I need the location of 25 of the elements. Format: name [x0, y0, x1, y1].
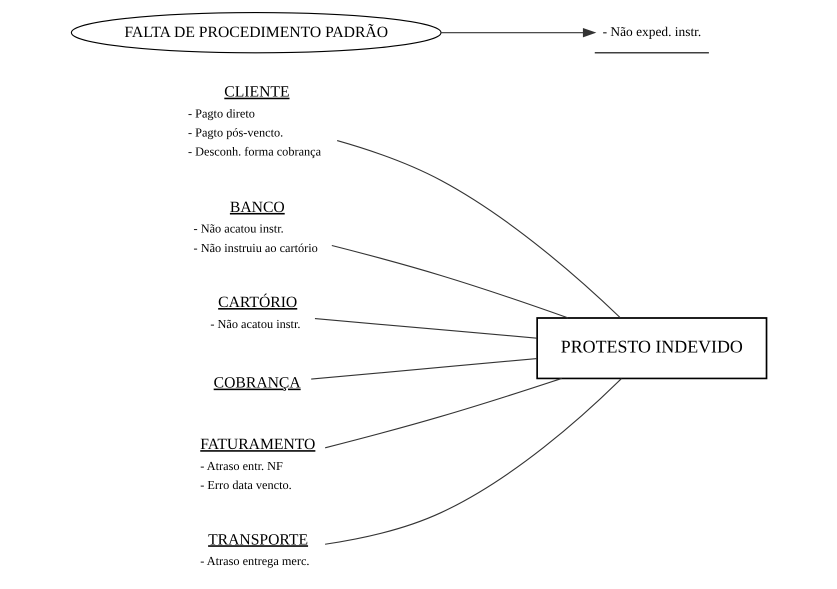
node-label: - Não instruiu ao cartório — [193, 240, 318, 255]
connector — [336, 140, 620, 318]
node-box: PROTESTO INDEVIDO — [536, 317, 767, 380]
node-label: - Não acatou instr. — [193, 222, 284, 236]
node-text: COBRANÇA — [213, 374, 300, 392]
node-label: - Atraso entrega merc. — [200, 554, 310, 568]
node-label: - Erro data vencto. — [200, 478, 292, 492]
node-text: - Não exped. instr. — [602, 24, 701, 40]
node-label: - Atraso entr. NF — [200, 458, 282, 473]
node-text: CARTÓRIO — [218, 294, 297, 312]
node-label: - Pagto pós-vencto. — [187, 126, 283, 140]
node-label: - Não acatou instr. — [210, 316, 300, 331]
node-label: - Desconh. forma cobrança — [187, 144, 321, 159]
node-text: FATURAMENTO — [200, 436, 315, 454]
node-label: - Pagto direto — [187, 106, 254, 120]
connector — [331, 244, 568, 318]
node-text: BANCO — [229, 198, 284, 216]
connector — [324, 378, 622, 545]
connector — [324, 378, 562, 448]
node-text: TRANSPORTE — [208, 531, 308, 548]
arrow — [440, 28, 596, 38]
node-ellipse: FALTA DE PROCEDIMENTO PADRÃO — [70, 12, 442, 54]
node-text: CLIENTE — [224, 84, 290, 101]
connector — [314, 318, 536, 339]
connector — [310, 358, 537, 380]
